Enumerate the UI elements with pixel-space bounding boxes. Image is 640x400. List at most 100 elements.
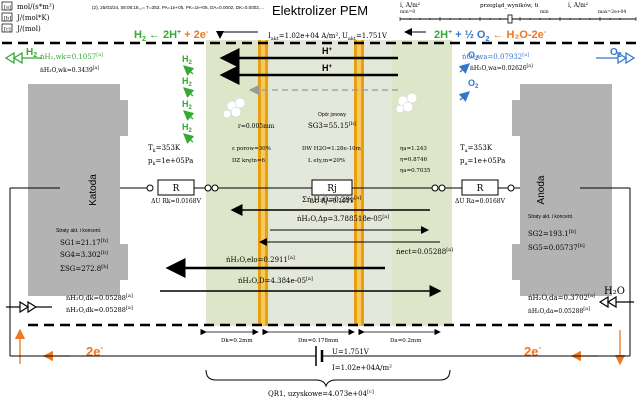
n-h2o-da-1: ṅH₂O,da=0.3702[a]	[528, 293, 595, 302]
h2-bubble-4: H2	[182, 122, 193, 134]
proton-label-1: H+	[322, 46, 333, 56]
n-h2-wk: ṅH₂,wk=0.1057[a]	[40, 52, 103, 61]
membrane-gold-stripes	[258, 40, 364, 326]
heat-generation: QR1, uzyskowe=4.073e+04[c]	[268, 389, 374, 398]
o2-bubble-2: O2	[468, 78, 479, 90]
unit-marker-a-text: [a]	[4, 5, 11, 11]
water-flow-arrows: Σṅ H₂O=0.291[a] ṅH₂O,Δp=3.788518e-05[a] …	[160, 195, 453, 297]
cathode-inlet-arrows	[6, 300, 52, 314]
elo-h2o-flow: ṅH₂O,elo=0.2911[a]	[226, 255, 295, 264]
o2-outlet-arrows	[596, 51, 636, 65]
unit-marker-c	[1, 23, 13, 33]
membrane-dw: DW H2O=1.28e-10m	[302, 146, 362, 152]
cathode-reaction: H2 ← 2H+ + 2e-	[134, 29, 209, 43]
unit-a: mol/(s*m²)	[17, 3, 55, 11]
cathode-resistor-label: R	[173, 184, 180, 194]
cathode-pressure: pk=1e+05Pa	[148, 157, 193, 167]
dp-h2o-flow: ṅH₂O,Δp=3.788518e-05[a]	[297, 214, 389, 223]
cathode-thickness: Dk=0.2mm	[221, 338, 253, 344]
unit-c: J/(mol)	[16, 25, 41, 33]
h2-bubble-1: H2	[182, 54, 193, 66]
cathode-sg4: SG4=3.302[b]	[60, 250, 108, 259]
h2-rise-arrow-4	[183, 133, 195, 144]
electron-flow: 2e- 2e-	[14, 328, 626, 366]
anode-electrode	[512, 84, 612, 296]
circuit: R ΔU Rk=0.0168V Rj ΔU Rj=0.191V R ΔU Ra=…	[9, 179, 631, 356]
source-current: I=1.02e+04A/m²	[332, 364, 392, 372]
junction	[211, 184, 219, 192]
cathode-sg1: SG1=21.17[b]	[60, 238, 108, 247]
junction	[204, 184, 212, 192]
anode-eta-3: ηa=0.7035	[400, 168, 431, 174]
membrane-thickness: Dm=0.178mm	[298, 338, 339, 344]
h2-outlet-arrows	[4, 51, 42, 65]
h2-rise-arrow-2	[183, 87, 195, 98]
slider2-min: min	[540, 9, 549, 15]
anode-label: Anoda	[536, 175, 547, 204]
junction	[438, 184, 446, 192]
slider-handle[interactable]	[507, 14, 513, 24]
cathode-electrode	[28, 84, 128, 296]
membrane-resistor-du: ΔU Rj=0.191V	[310, 198, 355, 205]
h2-rise-arrow-3	[183, 110, 195, 121]
anode-eta-2: η=0.8746	[400, 157, 428, 163]
n-h2o-da-2: ṅH₂O,da=0.05288[a]	[528, 306, 590, 315]
n-o2-wa: ṅO₂,wa=0.07932[a]	[462, 52, 529, 61]
slider-ticks	[399, 17, 637, 21]
membrane-sg3: SG3=55.15[b]	[308, 121, 356, 130]
pore-radius: r=0.005mm	[238, 123, 275, 130]
anode-sg2: SG2=193.1[b]	[528, 229, 576, 238]
h2-outlet-label: H2	[26, 47, 37, 59]
anode-temperature: Ta=353K	[460, 144, 493, 154]
result-slider[interactable]	[399, 14, 637, 24]
anode-water-inlet: ṅH₂O,da=0.3702[a] ṅH₂O,da=0.05288[a] H₂O	[528, 286, 634, 315]
o2-gas-group: O2 O2 O2	[458, 47, 636, 102]
terminal	[507, 184, 515, 192]
o2-outlet-label: O2	[610, 47, 622, 59]
ect-flow: ṅect=0.05288[a]	[396, 247, 453, 256]
anode-pressure: pa=1e+05Pa	[460, 157, 505, 167]
unit-marker-b	[1, 12, 13, 22]
electron-right-label: 2e-	[524, 343, 541, 359]
anode-eta-1: ηa=1.243	[400, 146, 427, 152]
membrane-title: Opór jonowy	[318, 112, 347, 118]
cathode-reaction-arrow	[216, 31, 258, 39]
current-readout: Iakt=1.02e+04 A/m²,	[268, 32, 340, 42]
n-h2o-wk: ṅH₂O,wk=0.3439[a]	[40, 65, 99, 74]
catalyst-bubbles	[222, 92, 418, 119]
unit-marker-b-text: [b]	[4, 16, 11, 22]
unit-marker-a	[1, 1, 13, 11]
h2-gas-group: H2 H2 H2 H2 H2	[4, 47, 195, 144]
cathode-label: Katoda	[88, 174, 99, 206]
anode-thickness: Da=0.2mm	[390, 338, 422, 344]
anode-resistor-du: ΔU Ra=0.0168V	[455, 198, 506, 205]
power-source: U=1.751V I=1.02e+04A/m² QR1, uzyskowe=4.…	[10, 346, 630, 398]
slider3-label: i, A/m²	[568, 2, 589, 9]
anode-sg5: SG5=0.05737[b]	[528, 243, 585, 252]
cathode-temperature: Tk=353K	[148, 144, 181, 154]
slider3-max: max=2e+04	[598, 9, 626, 15]
diagram-title: Elektrolizer PEM	[272, 3, 368, 18]
o2-rise-arrow-1	[458, 63, 470, 74]
o2-rise-arrow-2	[458, 91, 470, 102]
cathode-water-inlet: ṅH₂O,dk=0.05288[a] ṅH₂O,dk=0.05288[a]	[6, 293, 133, 314]
porosity: ε porow=30%	[232, 146, 271, 152]
thickness-dimensions: Dk=0.2mm Dm=0.178mm Da=0.2mm	[200, 328, 441, 344]
terminal	[146, 184, 154, 192]
proton-label-2: H+	[322, 63, 333, 73]
n-h2o-dk-2: ṅH₂O,dk=0.05288[a]	[66, 305, 133, 314]
slider2-label: przegląd_wyników, ti	[480, 2, 539, 9]
sum-h2o-flow: Σṅ H₂O=0.291[a]	[302, 195, 361, 204]
electron-left-label: 2e-	[86, 343, 103, 359]
voltage-readout: Uakt=1.751V	[342, 32, 388, 42]
anode-inlet-arrows	[598, 295, 634, 309]
header: [a] mol/(s*m²) [b] J/(mol*K) [c] J/(mol)…	[1, 1, 637, 33]
info-line: (2), 25/03/24, 08:08:18,,,= T=353, PA=1e…	[92, 5, 264, 10]
n-h2o-dk-1: ṅH₂O,dk=0.05288[a]	[66, 293, 133, 302]
cathode-losses-title: Straty akt. i koncent.	[56, 228, 101, 234]
cathode-resistor-du: ΔU Rk=0.0168V	[151, 198, 201, 205]
heat-brace	[205, 369, 451, 388]
junction	[431, 184, 439, 192]
h2-bubble-2: H2	[182, 76, 193, 88]
